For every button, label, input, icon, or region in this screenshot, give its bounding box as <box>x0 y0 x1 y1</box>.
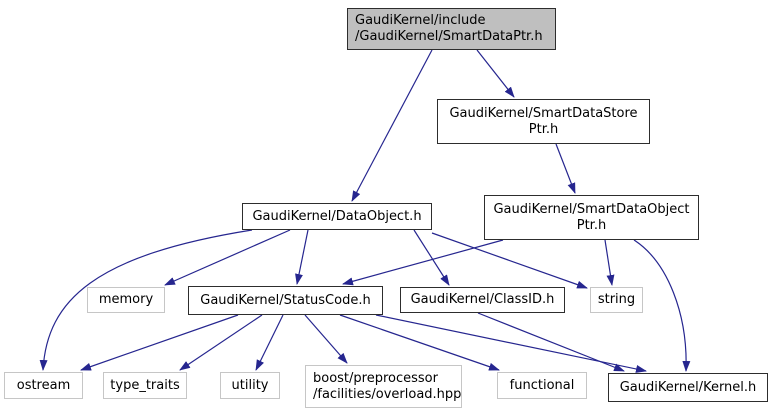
node-utility: utility <box>220 372 280 399</box>
edge-smartdataobjectptr-to-string <box>604 239 615 286</box>
node-functional: functional <box>497 372 587 399</box>
edge-dataobject-to-statuscode <box>295 229 309 285</box>
edge-dataobject-to-string <box>431 232 588 289</box>
node-ostream: ostream <box>4 372 83 399</box>
node-memory: memory <box>87 287 165 313</box>
node-smartdataptr: GaudiKernel/include /GaudiKernel/SmartDa… <box>347 8 556 50</box>
node-label: GaudiKernel/SmartDataStore Ptr.h <box>449 105 638 137</box>
node-label: utility <box>231 377 269 393</box>
edge-dataobject-to-ostream <box>39 229 253 371</box>
node-type_traits: type_traits <box>103 372 187 399</box>
node-kernel[interactable]: GaudiKernel/Kernel.h <box>608 373 768 402</box>
node-label: GaudiKernel/SmartDataObject Ptr.h <box>493 201 690 233</box>
edge-classid-to-kernel <box>477 312 625 372</box>
node-label: boost/preprocessor /facilities/overload.… <box>313 370 462 402</box>
node-label: GaudiKernel/StatusCode.h <box>200 292 371 308</box>
node-boost_overload: boost/preprocessor /facilities/overload.… <box>305 365 462 408</box>
edge-dataobject-to-classid <box>413 229 450 286</box>
edge-statuscode-to-kernel <box>375 314 647 373</box>
edge-statuscode-to-functional <box>339 314 500 371</box>
edge-statuscode-to-boost_overload <box>304 314 348 364</box>
node-label: string <box>597 292 636 307</box>
node-classid[interactable]: GaudiKernel/ClassID.h <box>400 287 565 313</box>
edge-smartdatastoreptr-to-smartdataobjectptr <box>555 143 576 194</box>
node-smartdataobjectptr[interactable]: GaudiKernel/SmartDataObject Ptr.h <box>484 195 699 240</box>
node-dataobject[interactable]: GaudiKernel/DataObject.h <box>242 203 432 230</box>
edge-group <box>39 49 691 373</box>
edge-smartdataobjectptr-to-kernel <box>633 239 691 372</box>
node-label: GaudiKernel/DataObject.h <box>252 208 422 224</box>
node-label: GaudiKernel/Kernel.h <box>619 379 757 395</box>
node-label: GaudiKernel/ClassID.h <box>410 292 555 307</box>
node-label: GaudiKernel/include /GaudiKernel/SmartDa… <box>355 13 543 44</box>
node-label: type_traits <box>110 377 180 393</box>
edge-smartdataptr-to-smartdatastoreptr <box>476 49 515 98</box>
node-label: ostream <box>16 377 71 393</box>
node-smartdatastoreptr[interactable]: GaudiKernel/SmartDataStore Ptr.h <box>437 99 650 144</box>
edge-statuscode-to-utility <box>255 314 284 371</box>
edge-statuscode-to-type_traits <box>179 314 263 371</box>
edge-smartdataptr-to-dataobject <box>351 49 433 202</box>
node-string: string <box>590 287 643 313</box>
node-label: memory <box>98 292 154 307</box>
edge-statuscode-to-ostream <box>80 314 239 371</box>
node-statuscode[interactable]: GaudiKernel/StatusCode.h <box>188 286 383 315</box>
edge-smartdataobjectptr-to-statuscode <box>342 239 504 286</box>
edge-dataobject-to-memory <box>164 229 291 286</box>
node-label: functional <box>509 377 575 393</box>
